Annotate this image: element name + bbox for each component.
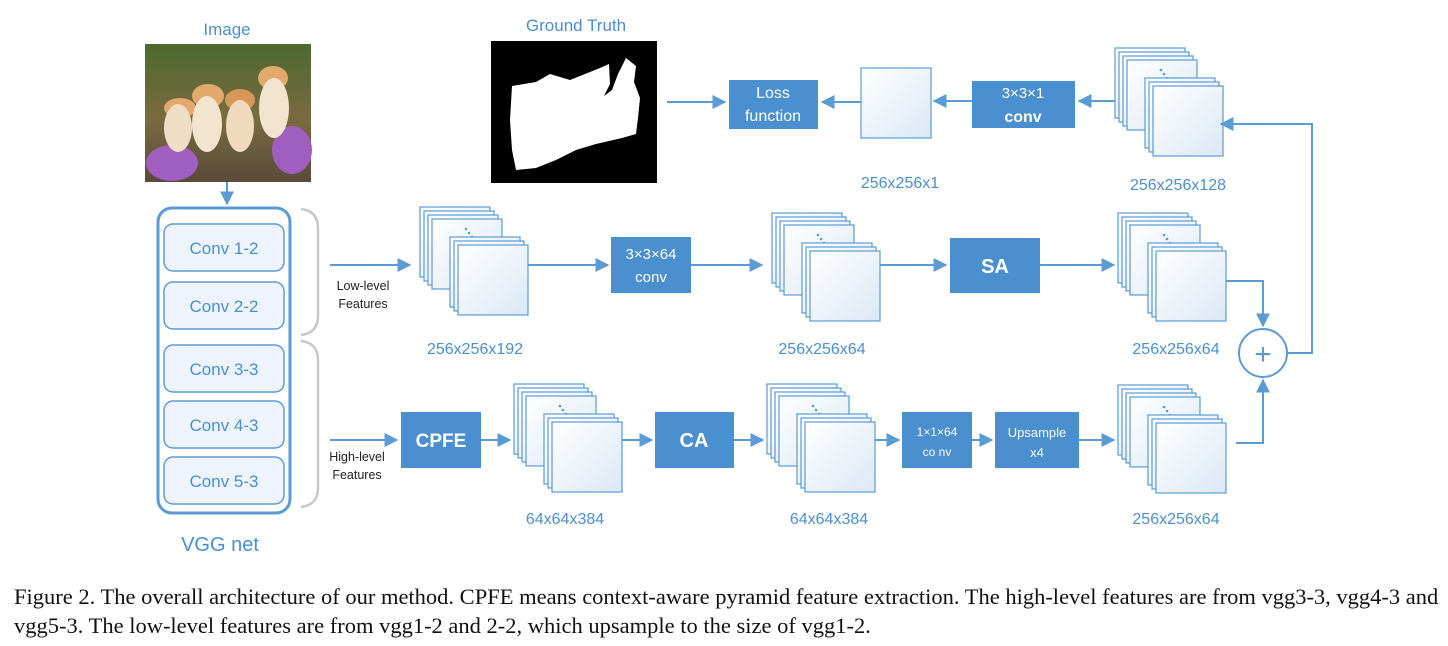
vgg-layer-label: Conv 3-3 [190, 360, 259, 379]
dim-label-mid-1: 256x256x192 [427, 341, 523, 358]
high-level-features-label: High-level [329, 450, 385, 464]
dim-label-low-3: 256x256x64 [1132, 511, 1219, 528]
architecture-diagram: Image Conv 1-2 Conv 2-2 Conv 3-3 Conv 4-… [145, 16, 1313, 556]
dim-label-mid-3: 256x256x64 [1132, 341, 1219, 358]
upsample-label: x4 [1030, 445, 1044, 460]
high-level-brace [300, 339, 320, 509]
single-channel-map [860, 67, 932, 139]
feature-stack-64x64x384 [766, 383, 876, 493]
sa-label: SA [981, 256, 1009, 278]
conv-1x1x64-label: co nv [923, 445, 952, 459]
vgg-net-label: VGG net [181, 534, 259, 556]
feature-stack-256x256x64 [1117, 384, 1227, 494]
ground-truth-label: Ground Truth [526, 16, 626, 35]
conv-3x3x1-block [972, 81, 1075, 128]
dim-label-mid-2: 256x256x64 [778, 341, 865, 358]
vgg-layer-box [163, 223, 285, 272]
ground-truth-mask [491, 41, 657, 183]
upsample-label: Upsample [1008, 425, 1067, 440]
vgg-layer-label: Conv 4-3 [190, 416, 259, 435]
feature-stack-256x256x64 [1117, 212, 1227, 322]
conv-3x3x64-label: 3×3×64 [626, 246, 677, 263]
vgg-layer-label: Conv 1-2 [190, 239, 259, 258]
vgg-layer-label: Conv 5-3 [190, 472, 259, 491]
vgg-layer-label: Conv 2-2 [190, 297, 259, 316]
figure-caption: Figure 2. The overall architecture of ou… [14, 584, 1439, 638]
loss-function-label: function [745, 108, 801, 125]
feature-stack-256x256x192 [419, 206, 529, 316]
sa-block [950, 238, 1040, 293]
high-level-features-label: Features [332, 468, 381, 482]
dim-label-top-single: 256x256x1 [861, 175, 939, 192]
conv-3x3x64-block [611, 237, 691, 293]
conv-3x3x1-label: conv [1004, 109, 1041, 126]
vgg-layer-box [163, 344, 285, 393]
vgg-layer-box [163, 281, 285, 330]
feature-stack-256x256x128 [1114, 47, 1224, 157]
conv-3x3x1-label: 3×3×1 [1002, 85, 1045, 102]
low-level-brace [300, 207, 320, 337]
loss-function-block [729, 80, 818, 129]
vgg-layer-box [163, 456, 285, 505]
ca-label: CA [680, 430, 709, 452]
image-label: Image [203, 20, 250, 39]
ca-block [655, 412, 734, 468]
feature-stack-256x256x64 [771, 212, 881, 322]
vgg-layer-box [163, 400, 285, 449]
flow-arrows [330, 94, 1313, 447]
low-level-features-label: Low-level [337, 279, 390, 293]
input-image [145, 44, 312, 182]
conv-1x1x64-block [902, 412, 972, 468]
cpfe-label: CPFE [416, 431, 467, 452]
plus-icon: + [1254, 338, 1272, 371]
dim-label-low-1: 64x64x384 [526, 511, 604, 528]
loss-function-label: Loss [756, 85, 790, 102]
dim-label-top-stack: 256x256x128 [1130, 177, 1226, 194]
low-level-features-label: Features [338, 297, 387, 311]
upsample-block [995, 412, 1079, 468]
conv-1x1x64-label: 1×1×64 [917, 425, 958, 439]
cpfe-block [401, 412, 481, 468]
feature-stack-64x64x384 [513, 383, 623, 493]
conv-3x3x64-label: conv [635, 269, 667, 286]
dim-label-low-2: 64x64x384 [790, 511, 868, 528]
